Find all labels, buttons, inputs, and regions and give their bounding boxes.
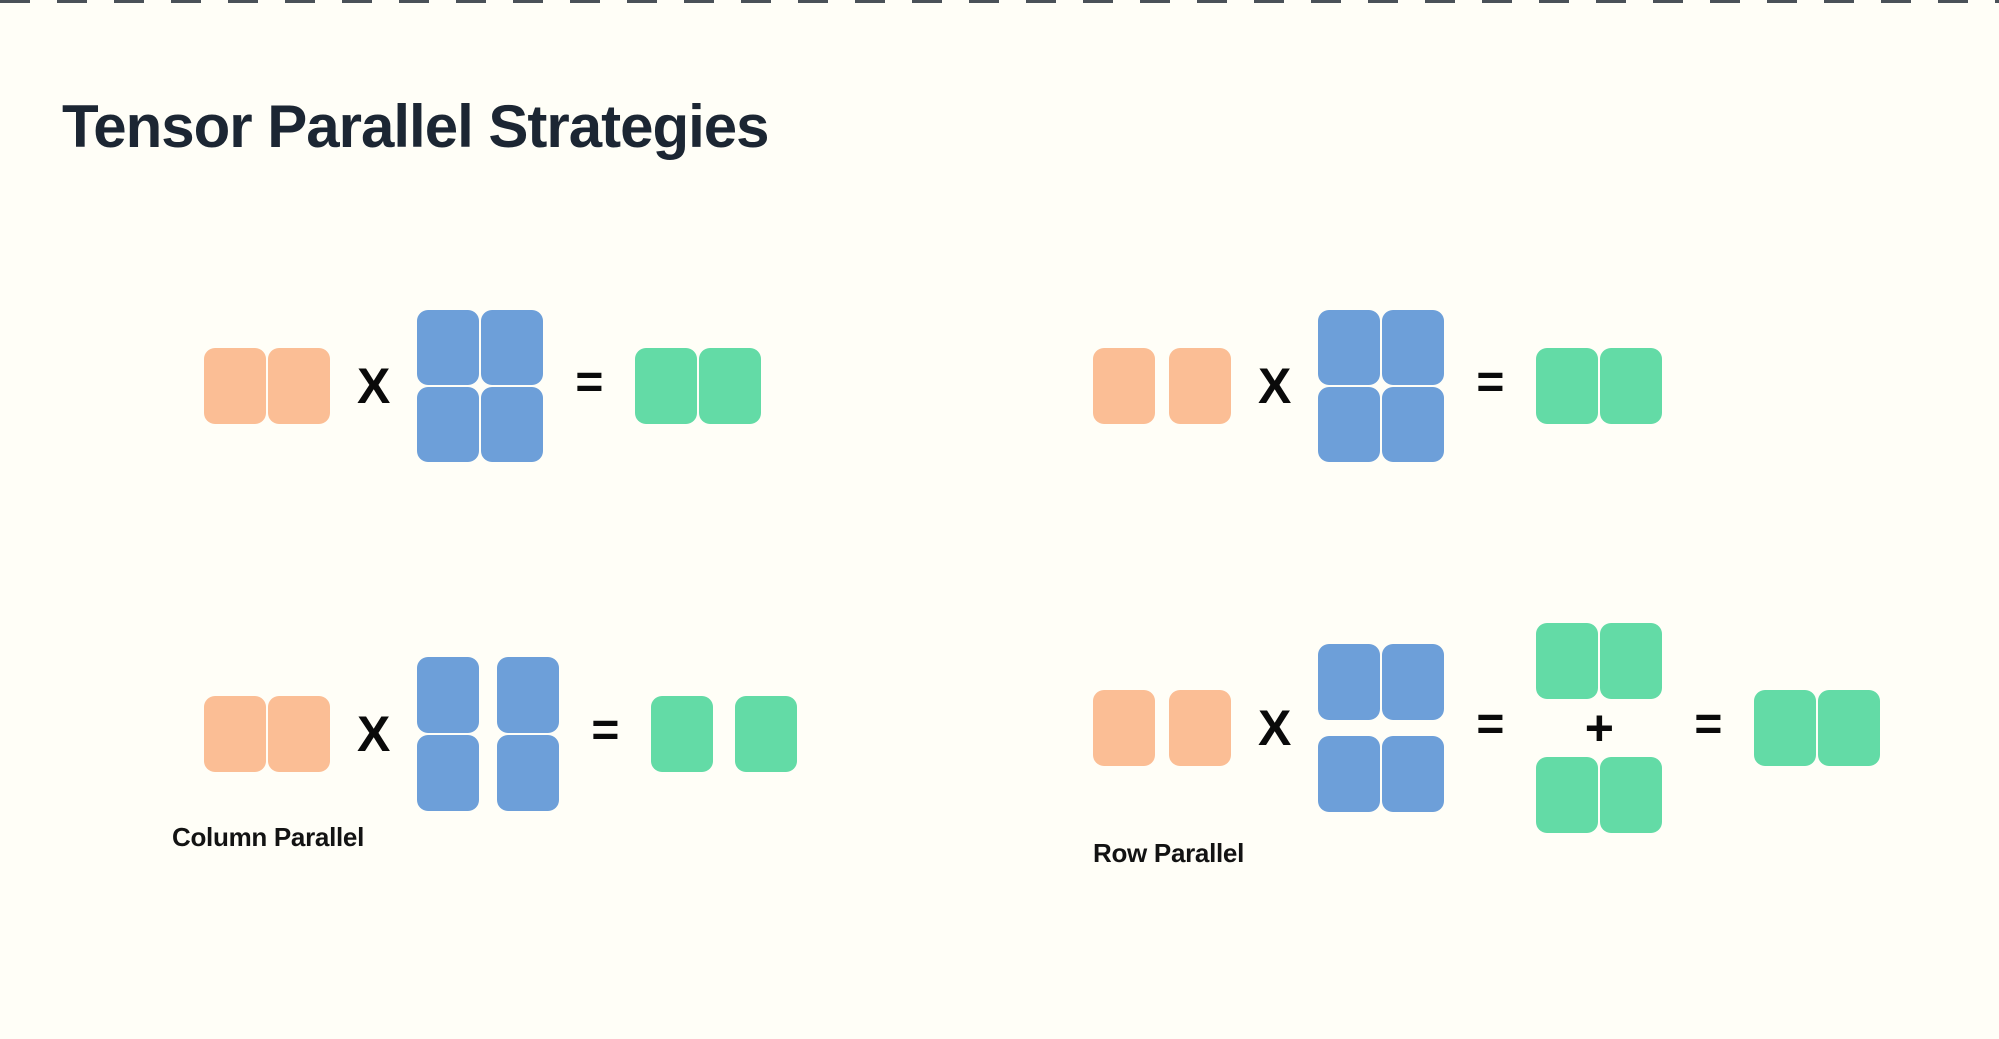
- equals-operator: =: [591, 704, 620, 757]
- weight-block: [481, 310, 544, 385]
- output-block: [1818, 690, 1881, 766]
- weight-block: [1382, 310, 1445, 385]
- weight-block: [1382, 644, 1445, 720]
- equals-operator: =: [575, 356, 604, 409]
- weight-matrix: [1318, 310, 1445, 462]
- weight-column: [417, 657, 480, 811]
- weight-block: [497, 735, 560, 811]
- equals-operator: =: [1476, 698, 1505, 751]
- output-block: [1536, 757, 1599, 833]
- weight-row: [1318, 644, 1445, 720]
- equals-operator: =: [1694, 698, 1723, 751]
- input-vector-split: [1093, 348, 1231, 424]
- input-block: [268, 348, 330, 424]
- input-block: [1093, 690, 1155, 766]
- weight-row: [1318, 736, 1445, 812]
- weight-block: [1318, 387, 1381, 462]
- output-block: [1536, 623, 1599, 699]
- multiply-operator: X: [1258, 358, 1292, 414]
- input-vector: [204, 696, 330, 772]
- slide-title: Tensor Parallel Strategies: [62, 93, 770, 161]
- input-vector: [204, 348, 330, 424]
- weight-block: [417, 657, 480, 733]
- row-parallel-label: Row Parallel: [1093, 838, 1245, 868]
- weight-block: [1382, 736, 1445, 812]
- plus-operator: +: [1584, 700, 1614, 756]
- partial-output-bottom: [1536, 757, 1663, 833]
- input-block: [268, 696, 330, 772]
- input-block: [204, 696, 266, 772]
- input-block: [1169, 348, 1231, 424]
- output-vector-split: [651, 696, 798, 772]
- weight-block: [417, 735, 480, 811]
- input-vector-split: [1093, 690, 1231, 766]
- diagram-top-right: X =: [1093, 309, 1663, 463]
- output-block: [635, 348, 698, 424]
- equals-operator: =: [1476, 356, 1505, 409]
- column-parallel-label: Column Parallel: [172, 822, 364, 852]
- weight-block: [1318, 644, 1381, 720]
- diagram-row-parallel: X = + =: [1093, 608, 1881, 848]
- output-vector: [1754, 690, 1881, 766]
- output-vector: [635, 348, 762, 424]
- diagram-column-parallel: X =: [204, 648, 798, 820]
- weight-block: [1318, 736, 1381, 812]
- weight-block: [1318, 310, 1381, 385]
- diagram-top-left: X =: [204, 309, 762, 463]
- output-block: [1600, 348, 1663, 424]
- output-block: [1600, 623, 1663, 699]
- partial-outputs-sum: +: [1536, 623, 1663, 833]
- multiply-operator: X: [357, 358, 391, 414]
- weight-block: [417, 387, 480, 462]
- partial-output-top: [1536, 623, 1663, 699]
- output-block: [651, 696, 714, 772]
- input-block: [1093, 348, 1155, 424]
- weight-block: [1382, 387, 1445, 462]
- output-block: [735, 696, 798, 772]
- output-block: [699, 348, 762, 424]
- weight-block: [497, 657, 560, 733]
- input-block: [1169, 690, 1231, 766]
- output-block: [1600, 757, 1663, 833]
- weight-matrix: [417, 310, 544, 462]
- weight-column: [497, 657, 560, 811]
- output-block: [1536, 348, 1599, 424]
- output-block: [1754, 690, 1817, 766]
- weight-block: [417, 310, 480, 385]
- weight-matrix-row-split: [1318, 644, 1445, 812]
- output-vector: [1536, 348, 1663, 424]
- weight-block: [481, 387, 544, 462]
- multiply-operator: X: [357, 706, 391, 762]
- input-block: [204, 348, 266, 424]
- multiply-operator: X: [1258, 700, 1292, 756]
- top-dashed-border: [0, 0, 1999, 3]
- weight-matrix-column-split: [417, 657, 560, 811]
